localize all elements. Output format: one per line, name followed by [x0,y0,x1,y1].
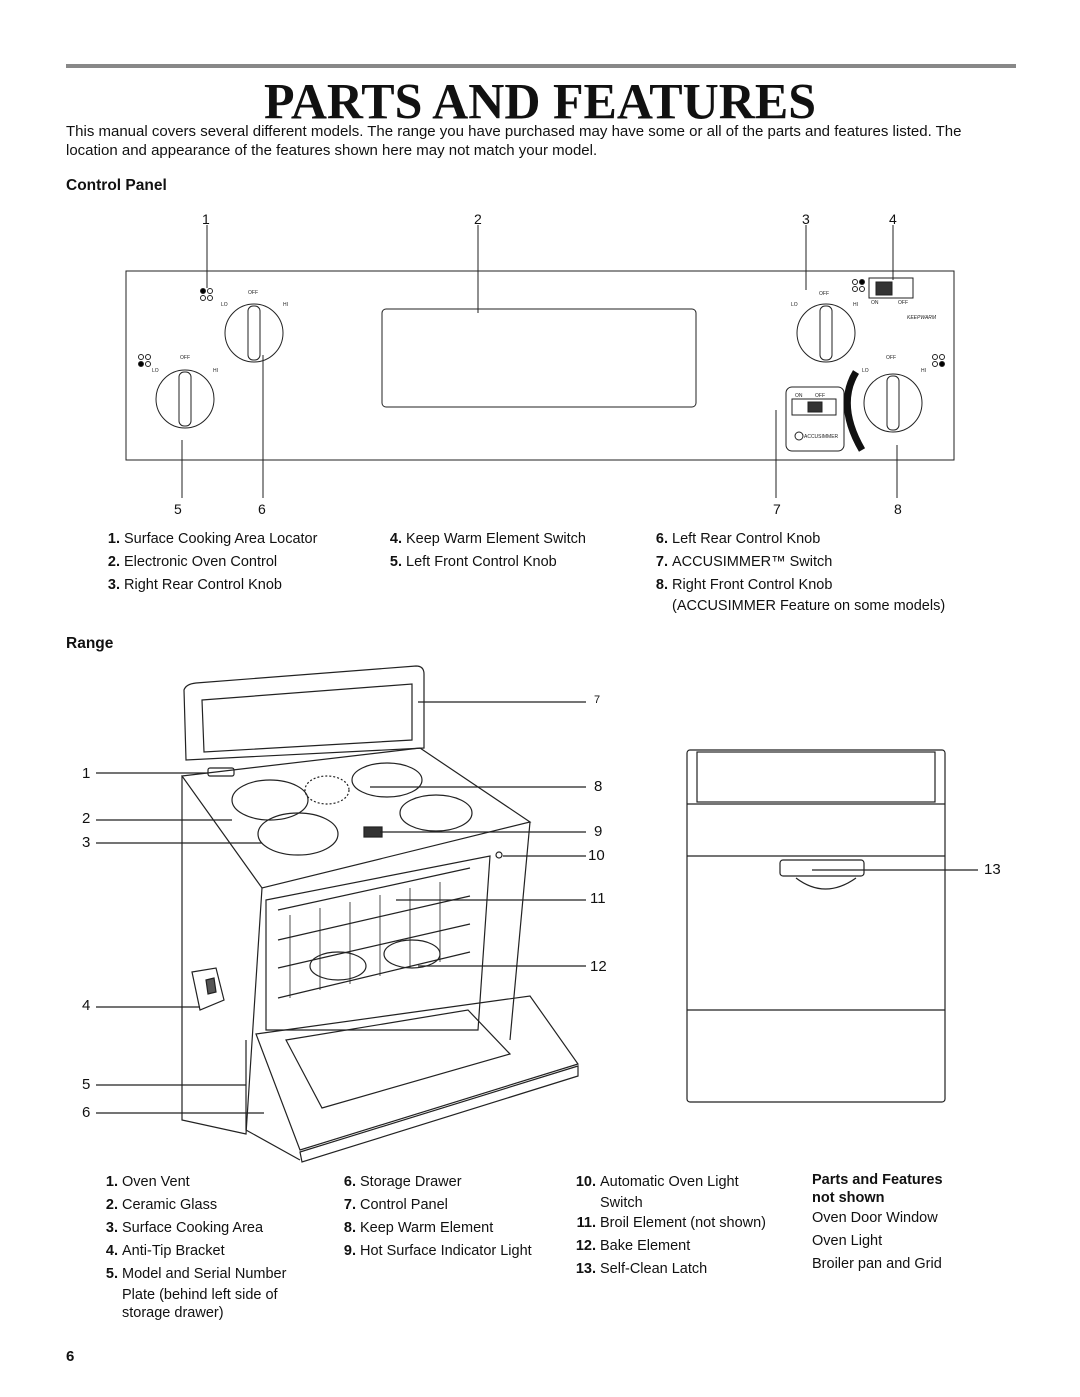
range-callout-8: 8 [594,778,603,795]
range-front-view [686,749,946,1103]
right-front-control-knob [863,373,923,433]
range-item-12: Bake Element [600,1238,691,1254]
cp-list-col1: 1.Surface Cooking Area Locator 2.Electro… [107,531,318,593]
cp-item-2: Electronic Oven Control [124,554,278,570]
range-callout-4: 4 [82,997,91,1014]
cp-callout-1: 1 [202,211,210,227]
dial-off-label-4: OFF [886,355,896,361]
dial-lo-label-4: LO [862,368,869,374]
kw-on-label: ON [871,300,879,306]
range-item-9: Hot Surface Indicator Light [360,1243,532,1259]
range-item-4: Anti-Tip Bracket [122,1243,225,1259]
dial-lo-label-1: LO [221,302,228,308]
range-callout-5: 5 [82,1076,91,1093]
top-rule [66,64,1016,68]
cp-item-1: Surface Cooking Area Locator [124,531,318,547]
acc-off-label: OFF [815,393,825,399]
dial-off-label-1: OFF [248,290,258,296]
range-item-5-cont1: Plate (behind left side of [122,1287,278,1303]
range-callout-12: 12 [590,958,607,975]
cp-callout-8: 8 [894,501,902,517]
range-item-5: Model and Serial Number [122,1266,287,1282]
not-shown-column: Parts and Features not shown Oven Door W… [812,1171,943,1276]
cp-list-col3: 6.Left Rear Control Knob 7.ACCUSIMMER™ S… [646,528,945,615]
range-item-13: Self-Clean Latch [600,1261,708,1277]
cp-callout-7: 7 [773,501,781,517]
left-rear-control-knob [224,303,284,363]
accusimmer-switch [791,398,837,416]
cp-item-6: Left Rear Control Knob [672,531,821,547]
range-item-1: Oven Vent [122,1174,190,1190]
range-callout-10: 10 [588,847,605,864]
control-panel-outline [125,270,955,461]
cp-callout-2: 2 [474,211,482,227]
range-item-10-cont: Switch [600,1195,643,1211]
right-rear-control-knob [796,303,856,363]
range-callout-9: 9 [594,823,603,840]
not-shown-item-2: Oven Light [812,1233,883,1249]
dial-hi-label-3: HI [853,302,858,308]
dial-lo-label-3: LO [791,302,798,308]
range-callout-7: 7 [594,694,601,706]
cp-callout-6: 6 [258,501,266,517]
cp-item-8-note: (ACCUSIMMER Feature on some models) [672,598,946,614]
accusimmer-plate [785,386,845,452]
dial-off-label-3: OFF [819,291,829,297]
dial-off-label-2: OFF [180,355,190,361]
not-shown-item-1: Oven Door Window [812,1210,938,1226]
range-heading: Range [66,635,114,652]
left-front-control-knob [155,369,215,429]
cp-item-8: Right Front Control Knob [672,577,833,593]
range-item-2: Ceramic Glass [122,1197,218,1213]
electronic-oven-control-display [381,308,697,408]
cp-callout-3: 3 [802,211,810,227]
cp-item-5: Left Front Control Knob [406,554,557,570]
range-list-col3: 10.Automatic Oven Light Switch 11.Broil … [575,1174,767,1277]
control-panel-heading: Control Panel [66,177,167,194]
not-shown-item-3: Broiler pan and Grid [812,1256,942,1272]
range-item-8: Keep Warm Element [360,1220,494,1236]
range-item-5-cont2: storage drawer) [122,1305,224,1321]
keepwarm-logo-text: KEEPWARM [907,315,937,321]
accusimmer-logo-text: ACCUSIMMER [804,434,839,440]
kw-off-label: OFF [898,300,908,306]
dial-lo-label-2: LO [152,368,159,374]
acc-on-label: ON [795,393,803,399]
range-callout-1: 1 [82,765,91,782]
range-list-col1: 1.Oven Vent 2.Ceramic Glass 3.Surface Co… [96,1171,287,1322]
cp-item-4: Keep Warm Element Switch [406,531,586,547]
cp-callout-5: 5 [174,501,182,517]
cp-item-3: Right Rear Control Knob [124,577,282,593]
range-item-10: Automatic Oven Light [600,1174,739,1190]
not-shown-heading-2: not shown [812,1190,885,1206]
oven-door-open [255,995,579,1151]
range-callout-3: 3 [82,834,91,851]
dial-hi-label-2: HI [213,368,218,374]
cp-callout-4: 4 [889,211,897,227]
page-number: 6 [66,1348,75,1365]
range-callout-11: 11 [590,890,606,907]
range-callout-13: 13 [984,861,1001,878]
range-callout-6: 6 [82,1104,91,1121]
range-list-col2: 6.Storage Drawer 7.Control Panel 8.Keep … [343,1174,532,1259]
range-backguard [183,665,425,761]
keep-warm-switch [868,277,914,299]
not-shown-heading-1: Parts and Features [812,1172,943,1188]
range-callout-2: 2 [82,810,91,827]
cp-list-col2: 4.Keep Warm Element Switch 5.Left Front … [389,531,586,570]
dial-hi-label-1: HI [283,302,288,308]
intro-paragraph: This manual covers several different mod… [66,123,962,159]
dial-hi-label-4: HI [921,368,926,374]
page-title: PARTS AND FEATURES [263,72,817,130]
range-item-7: Control Panel [360,1197,448,1213]
cp-item-7: ACCUSIMMER™ Switch [672,554,833,570]
range-item-3: Surface Cooking Area [122,1220,264,1236]
range-item-6: Storage Drawer [360,1174,462,1190]
range-item-11: Broil Element (not shown) [600,1215,767,1231]
